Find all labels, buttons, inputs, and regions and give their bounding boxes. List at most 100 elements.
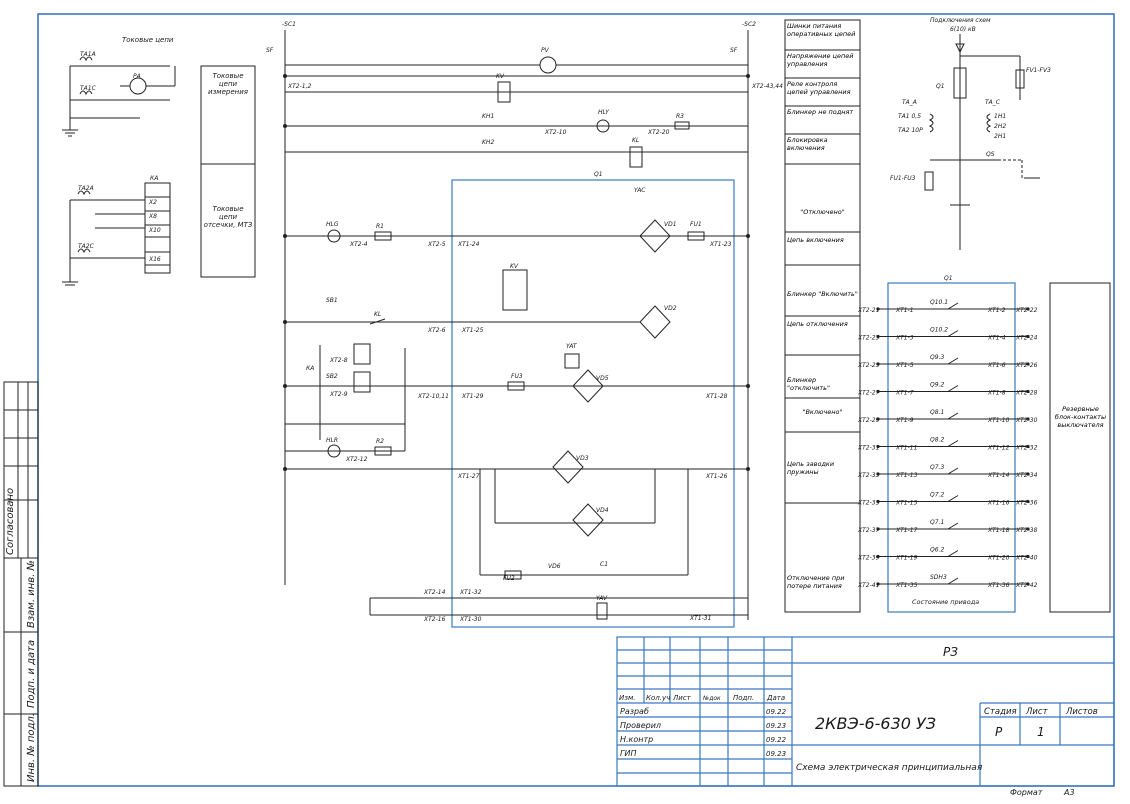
aux-mid-left: ХТ1-5 <box>895 362 914 369</box>
aux-right-term: ХТ2-36 <box>1015 500 1038 507</box>
aux-mid-right: ХТ1-8 <box>987 390 1006 397</box>
aux-terminal-dot <box>876 334 880 339</box>
aux-mid-right: ХТ1-16 <box>987 500 1010 507</box>
row-role: Проверил <box>620 721 661 730</box>
label-scheme-q1: Q1 <box>936 83 945 90</box>
aux-contact-label: Q8.2 <box>930 437 944 444</box>
label-x16: Х16 <box>148 256 161 263</box>
aux-contact-symbol <box>947 412 959 420</box>
label-1h1: 1Н1 <box>994 113 1006 120</box>
aux-left-term: ХТ2-37 <box>857 527 880 534</box>
legend-item: Блинкер не поднят <box>787 108 854 116</box>
aux-right-term: ХТ2-40 <box>1015 555 1038 562</box>
label-xt1-23: ХТ1-23 <box>709 241 732 248</box>
aux-terminal-dot <box>1026 499 1030 504</box>
label-xt2-5: ХТ2-5 <box>427 241 446 248</box>
label-vd4: VD4 <box>596 507 609 514</box>
label-x8: Х8 <box>148 213 157 220</box>
aux-terminal-dot <box>1026 472 1030 476</box>
title-sheet-value: 1 <box>1037 725 1045 739</box>
label-x2: Х2 <box>148 199 157 206</box>
label-pa: РА <box>133 73 141 80</box>
legend-item: Цепь включения <box>787 236 844 244</box>
label-sc1: -SC1 <box>282 21 296 28</box>
title-sheets-label: Листов <box>1065 707 1098 717</box>
aux-mid-left: ХТ1-7 <box>895 390 914 397</box>
label-x10: Х10 <box>148 227 161 234</box>
label-voltage: 6(10) кВ <box>950 26 976 33</box>
label-xt2-10: ХТ2-10 <box>544 129 567 136</box>
label-xt1-26: ХТ1-26 <box>705 473 728 480</box>
label-kh2: KH2 <box>482 139 494 146</box>
col-header: Кол.уч <box>646 694 670 702</box>
legend-item: Блинкер "Включить" <box>787 290 858 298</box>
aux-left-term: ХТ2-25 <box>857 362 880 369</box>
legend-item: Цепь заводки пружины <box>787 460 835 476</box>
label-ta-a: ТА_А <box>902 99 917 106</box>
aux-left-term: ХТ2-31 <box>857 445 879 452</box>
aux-left-term: ХТ2-33 <box>857 472 880 479</box>
aux-right-term: ХТ2-22 <box>1015 307 1038 314</box>
label-kl: KL <box>632 137 639 144</box>
aux-right-term: ХТ2-38 <box>1015 527 1038 534</box>
aux-mid-right: ХТ1-4 <box>987 335 1006 342</box>
label-sf2: SF <box>730 47 738 54</box>
aux-terminal-dot <box>1026 527 1030 531</box>
col-header: Лист <box>672 694 692 702</box>
label-ka: КА <box>306 365 314 372</box>
aux-mid-right: ХТ1-6 <box>987 362 1006 369</box>
label-xt2-4: ХТ2-4 <box>349 241 368 248</box>
aux-mid-left: ХТ1-19 <box>895 555 918 562</box>
legend-item: Реле контроля цепей управления <box>787 80 851 96</box>
row-date: 09.22 <box>766 708 787 716</box>
legend-item: "Отключено" <box>800 208 845 216</box>
label-fv: FV1-FV3 <box>1026 67 1051 74</box>
aux-mid-right: ХТ1-18 <box>987 527 1010 534</box>
stamp-text-agreed: Согласовано <box>5 488 16 555</box>
aux-left-term: ХТ2-27 <box>857 390 880 397</box>
row-role: ГИП <box>620 749 636 758</box>
label-xt1-28: ХТ1-28 <box>705 393 728 400</box>
label-fu-scheme: FU1-FU3 <box>890 175 916 182</box>
aux-terminal-dot <box>876 582 880 586</box>
aux-mid-right: ХТ1-2 <box>987 307 1006 314</box>
aux-mid-right: ХТ1-20 <box>987 555 1010 562</box>
title-designation: 2КВЭ-6-630 УЗ <box>815 714 936 733</box>
aux-contact-label: Q10.1 <box>930 299 948 306</box>
label-ta-c: ТА_С <box>985 99 1001 106</box>
label-scheme-title: Подключения схем <box>930 17 991 24</box>
row-role: Н.контр <box>620 735 653 744</box>
label-hly: HLY <box>598 109 610 116</box>
aux-terminal-dot <box>1026 362 1030 366</box>
aux-right-term: ХТ2-24 <box>1015 335 1038 342</box>
label-ta1c: ТА1С <box>80 85 97 92</box>
title-sheet-label: Лист <box>1025 707 1049 717</box>
aux-right-term: ХТ2-42 <box>1015 582 1038 589</box>
aux-contact-symbol <box>947 495 959 502</box>
aux-contact-symbol <box>947 357 959 365</box>
label-r1: R1 <box>376 223 384 230</box>
label-xt1-27: ХТ1-27 <box>457 473 480 480</box>
label-2h1: 2Н1 <box>994 133 1006 140</box>
label-r2: R2 <box>376 438 384 445</box>
aux-mid-right: ХТ1-10 <box>987 417 1010 424</box>
label-2h2: 2Н2 <box>994 123 1006 130</box>
label-drive-state: Состояние привода <box>912 598 979 606</box>
format-value: А3 <box>1063 788 1075 797</box>
label-kh1: KH1 <box>482 113 494 120</box>
aux-left-term: ХТ2-41 <box>857 582 879 589</box>
aux-terminal-dot <box>876 444 880 449</box>
label-current-circuits: Токовые цепи <box>122 36 174 44</box>
label-fu2: FU2 <box>503 575 515 582</box>
legend-item: Отключение при потере питания <box>787 574 845 590</box>
aux-contact-label: Q6.2 <box>930 547 944 554</box>
label-xt1-25: ХТ1-25 <box>461 327 484 334</box>
aux-mid-left: ХТ1-11 <box>895 445 917 452</box>
aux-contact-symbol <box>947 385 959 392</box>
aux-terminal-dot <box>876 307 880 311</box>
aux-right-term: ХТ2-28 <box>1015 390 1038 397</box>
label-xt2-9: ХТ2-9 <box>329 391 348 398</box>
title-stage-label: Стадия <box>984 707 1017 717</box>
